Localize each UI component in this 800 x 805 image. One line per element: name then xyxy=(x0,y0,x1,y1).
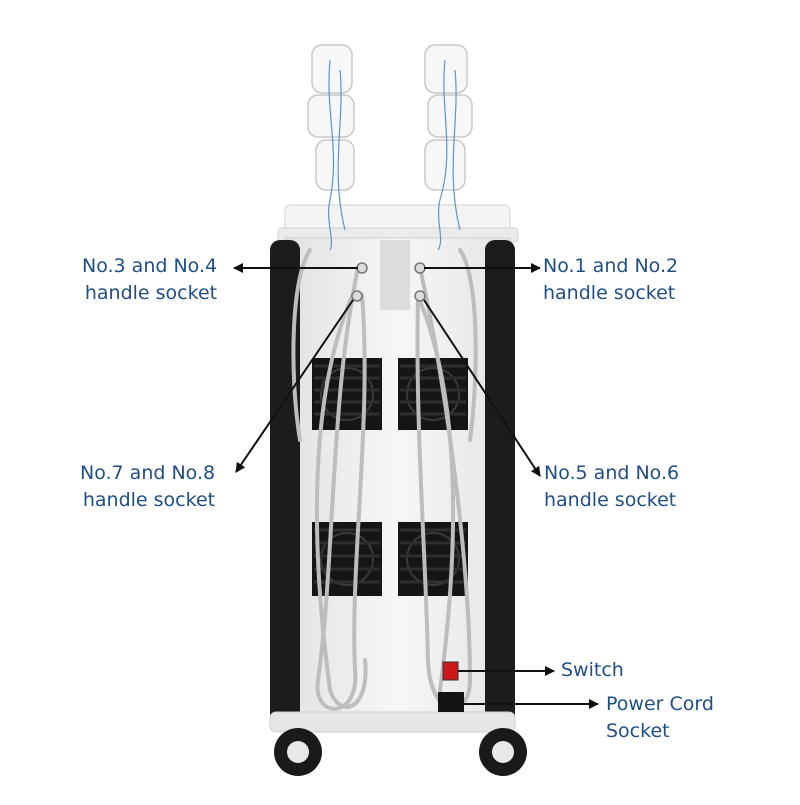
fan-bottom-right xyxy=(398,522,468,596)
socket-34 xyxy=(356,262,368,274)
power-switch xyxy=(442,661,459,681)
cabinet-base xyxy=(269,711,516,733)
label-switch: Switch xyxy=(561,659,624,681)
wheel-left xyxy=(274,728,322,776)
label-handle-56: No.5 and No.6 handle socket xyxy=(544,462,680,511)
socket-78 xyxy=(351,290,363,302)
power-cord-socket xyxy=(438,692,464,712)
label-handle-34: No.3 and No.4 handle socket xyxy=(82,255,218,304)
fan-top-right xyxy=(398,358,468,430)
socket-panel xyxy=(380,240,410,310)
wheel-right xyxy=(479,728,527,776)
arrow-56 xyxy=(423,299,541,477)
label-handle-12: No.1 and No.2 handle socket xyxy=(543,255,679,304)
handle-wires xyxy=(327,59,461,251)
handles xyxy=(307,44,473,191)
label-handle-78: No.7 and No.8 handle socket xyxy=(80,462,216,511)
cables xyxy=(291,248,478,711)
label-power-cord-socket: Power Cord Socket xyxy=(606,693,714,742)
socket-12 xyxy=(414,262,426,274)
fan-bottom-left xyxy=(312,522,382,596)
arrow-78 xyxy=(235,299,354,473)
right-frame xyxy=(485,240,515,730)
socket-56 xyxy=(414,290,426,302)
